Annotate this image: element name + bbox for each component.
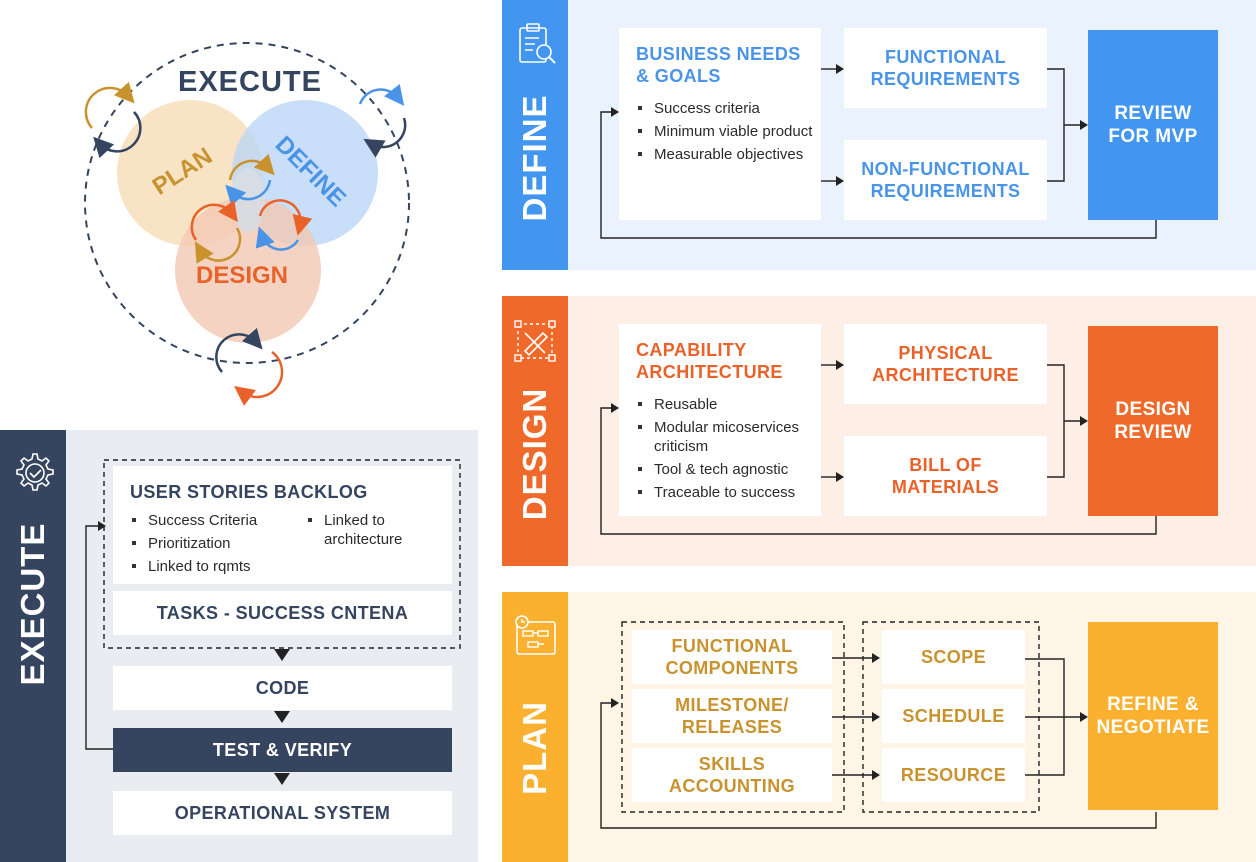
execute-panel: EXECUTE USER STORIES BACKLOG Success Cri…	[0, 430, 478, 862]
list-item: Modular micoservices criticism	[636, 418, 818, 456]
code-box: CODE	[113, 666, 452, 710]
milestone-releases-box: MILESTONE/ RELEASES	[632, 689, 832, 743]
business-needs-box: BUSINESS NEEDS & GOALS Success criteria …	[619, 28, 821, 220]
refine-negotiate-box: REFINE & NEGOTIATE	[1088, 622, 1218, 810]
business-needs-list: Success criteria Minimum viable product …	[636, 99, 816, 168]
capability-list: Reusable Modular micoservices criticism …	[636, 395, 818, 506]
business-needs-title: BUSINESS NEEDS & GOALS	[636, 44, 801, 86]
plan-connectors	[600, 621, 1157, 829]
list-item: Success Criteria	[130, 511, 300, 530]
review-mvp-box: REVIEW FOR MVP	[1088, 30, 1218, 220]
design-circle-label: DESIGN	[196, 262, 289, 289]
list-item: Linked to rqmts	[130, 557, 300, 576]
physical-architecture-box: PHYSICAL ARCHITECTURE	[844, 324, 1047, 404]
plan-panel: PLAN FUNCTIONAL COMPONENTS MILESTONE/ RE…	[502, 592, 1256, 862]
schedule-box: SCHEDULE	[882, 689, 1025, 743]
design-sidebar: DESIGN	[502, 296, 568, 566]
center-cycle-icon	[225, 153, 275, 207]
skills-accounting-box: SKILLS ACCOUNTING	[632, 748, 832, 802]
design-connectors	[600, 360, 1157, 535]
nonfunctional-requirements-box: NON-FUNCTIONAL REQUIREMENTS	[844, 140, 1047, 220]
list-item: Reusable	[636, 395, 818, 414]
functional-requirements-box: FUNCTIONAL REQUIREMENTS	[844, 28, 1047, 108]
capability-architecture-box: CAPABILITY ARCHITECTURE Reusable Modular…	[619, 324, 821, 516]
cycle-title: EXECUTE	[178, 66, 322, 98]
schedule-board-icon	[515, 615, 556, 655]
execute-connectors	[85, 459, 461, 785]
backlog-list-right: Linked to architecture	[306, 511, 426, 553]
execute-orbit	[84, 42, 410, 364]
list-item: Minimum viable product	[636, 122, 816, 141]
design-cycle-icon-left	[190, 200, 242, 264]
cycle-diagram: EXECUTE PLAN DEFINE DESIGN	[0, 0, 480, 420]
design-cycle-icon-right	[255, 199, 313, 251]
orbit-cycle-icon-bottom	[215, 327, 284, 406]
capability-architecture-title: CAPABILITY ARCHITECTURE	[636, 340, 783, 382]
tasks-box: TASKS - SUCCESS CNTENA	[113, 591, 452, 635]
gear-check-icon	[16, 453, 54, 491]
list-item: Linked to architecture	[306, 511, 426, 549]
list-item: Tool & tech agnostic	[636, 460, 818, 479]
list-item: Success criteria	[636, 99, 816, 118]
design-tools-icon	[514, 320, 556, 362]
list-item: Traceable to success	[636, 483, 818, 502]
define-connectors	[600, 64, 1157, 239]
execute-sidebar: EXECUTE	[0, 430, 66, 862]
backlog-title: USER STORIES BACKLOG	[130, 482, 368, 502]
bill-of-materials-box: BILL OF MATERIALS	[844, 436, 1047, 516]
scope-box: SCOPE	[882, 630, 1025, 684]
define-sidebar: DEFINE	[502, 0, 568, 270]
design-review-box: DESIGN REVIEW	[1088, 326, 1218, 516]
backlog-list-left: Success Criteria Prioritization Linked t…	[130, 511, 300, 580]
resource-box: RESOURCE	[882, 748, 1025, 802]
list-item: Prioritization	[130, 534, 300, 553]
cycle-graphics	[84, 42, 410, 406]
design-panel: DESIGN CAPABILITY ARCHITECTURE Reusable …	[502, 296, 1256, 566]
list-item: Measurable objectives	[636, 145, 816, 164]
functional-components-box: FUNCTIONAL COMPONENTS	[632, 630, 832, 684]
design-circle	[175, 197, 321, 343]
clipboard-search-icon	[519, 23, 556, 64]
operational-system-box: OPERATIONAL SYSTEM	[113, 791, 452, 835]
define-panel: DEFINE BUSINESS NEEDS & GOALS Success cr…	[502, 0, 1256, 270]
plan-sidebar: PLAN	[502, 592, 568, 862]
orbit-cycle-icon-right	[358, 83, 407, 158]
orbit-cycle-icon-left	[84, 81, 142, 159]
user-stories-backlog: USER STORIES BACKLOG Success Criteria Pr…	[113, 466, 452, 584]
test-verify-box: TEST & VERIFY	[113, 728, 452, 772]
